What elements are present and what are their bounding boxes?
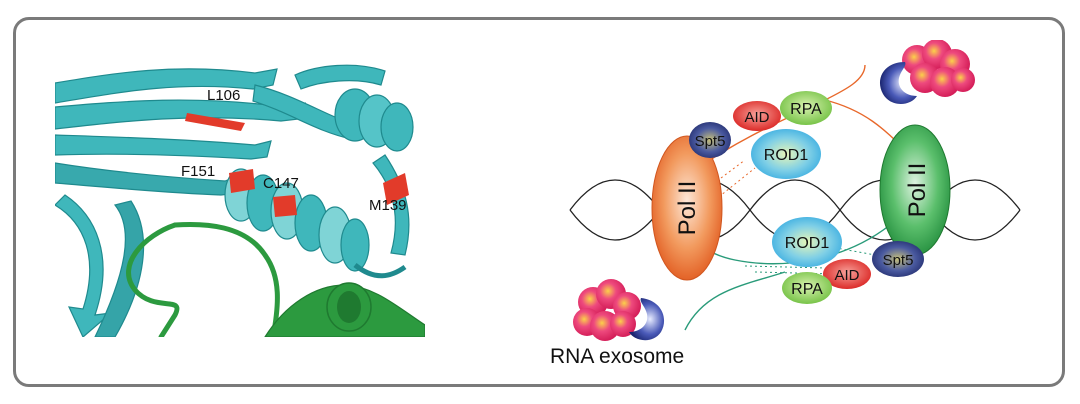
rna-exosome-top [879, 40, 975, 104]
spt5-left: Spt5 [689, 122, 731, 158]
rpa-right: RPA [782, 272, 832, 304]
residue-label-m139: M139 [369, 197, 407, 214]
rpa-left-label: RPA [790, 101, 822, 118]
aid-right: AID [823, 259, 871, 289]
pol-ii-left: Pol II [651, 135, 723, 281]
rna-hatching-left [704, 159, 756, 201]
spt5-right-label: Spt5 [883, 252, 914, 269]
highlighted-residues [185, 113, 409, 217]
rna-hatching-right [744, 244, 876, 275]
residue-label-l106: L106 [207, 87, 240, 104]
mechanism-model-panel: Pol II Pol II Spt5 AID RPA ROD1 ROD1 Spt… [550, 40, 1021, 368]
rod1-right-label: ROD1 [785, 235, 830, 252]
rpa-right-label: RPA [791, 281, 823, 298]
rod1-right: ROD1 [772, 217, 842, 267]
rod1-left-label: ROD1 [764, 147, 809, 164]
aid-right-label: AID [834, 267, 859, 284]
spt5-right: Spt5 [872, 241, 924, 277]
alpha-helix-upper [334, 88, 414, 256]
partner-chain [126, 221, 425, 337]
rod1-left: ROD1 [751, 129, 821, 179]
protein-structure-panel: L106 F151 C147 M139 [55, 55, 425, 337]
pol-ii-left-label: Pol II [674, 181, 701, 236]
spt5-left-label: Spt5 [695, 133, 726, 150]
residue-label-c147: C147 [263, 175, 299, 192]
rna-exosome-bottom [573, 279, 665, 341]
pol-ii-right: Pol II [879, 124, 951, 256]
pol-ii-right-label: Pol II [904, 163, 931, 218]
beta-sheet [55, 64, 386, 337]
rpa-left: RPA [780, 91, 832, 125]
rna-exosome-label: RNA exosome [550, 345, 684, 368]
aid-left: AID [733, 101, 781, 131]
aid-left-label: AID [744, 109, 769, 126]
residue-label-f151: F151 [181, 163, 215, 180]
